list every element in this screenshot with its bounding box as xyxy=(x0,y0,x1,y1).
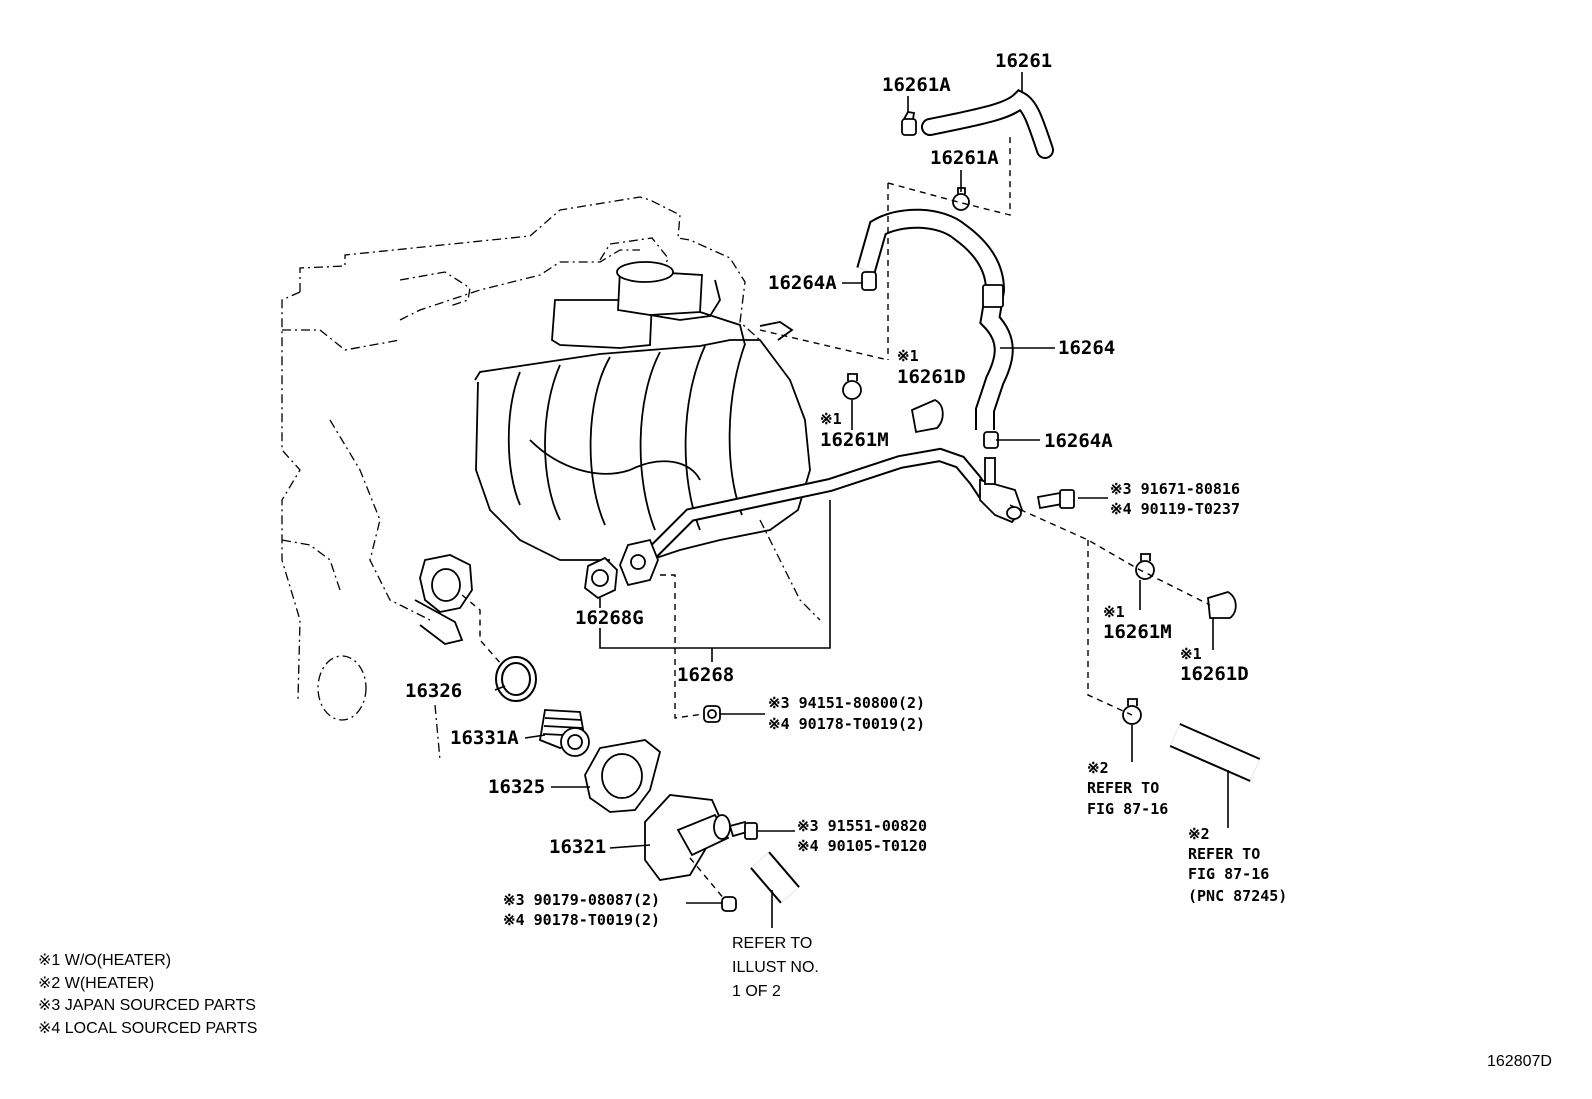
nut-94151 xyxy=(703,705,721,723)
intake-manifold xyxy=(474,261,811,561)
label-16264a-top: 16264A xyxy=(768,272,837,294)
fastener-stud-3: ※3 90179-08087(2) xyxy=(503,891,660,909)
fastener-bolt-top-4: ※4 90119-T0237 xyxy=(1110,500,1240,518)
legend-item-3: ※3 JAPAN SOURCED PARTS xyxy=(38,997,256,1014)
bolt-91671 xyxy=(1036,489,1075,510)
legend-item-1: ※1 W/O(HEATER) xyxy=(38,952,171,969)
label-16261d-upper: 16261D xyxy=(897,366,966,388)
mark-1-16261d-right: ※1 xyxy=(1180,645,1202,663)
fastener-bolt-low-4: ※4 90105-T0120 xyxy=(797,837,927,855)
stud-90179 xyxy=(721,896,737,912)
label-16261a-top: 16261A xyxy=(882,74,951,96)
water-inlet-housing-left xyxy=(414,554,473,645)
cap-16261d-right xyxy=(1207,591,1237,619)
label-16261m-right: 16261M xyxy=(1103,621,1172,643)
ref2-line1: REFER TO xyxy=(1188,845,1260,863)
cap-16261d-upper xyxy=(910,399,944,434)
label-16261a-mid: 16261A xyxy=(930,147,999,169)
ref3-line1: REFER TO xyxy=(732,935,812,952)
fastener-nut-mid-4: ※4 90178-T0019(2) xyxy=(768,715,925,733)
mark-1-16261m-right: ※1 xyxy=(1103,603,1125,621)
mark-2-hose1: ※2 xyxy=(1087,759,1109,777)
part-labels: 16261 16261A 16261A 16264A 16264 ※1 1626… xyxy=(405,50,1287,1000)
label-16264a-bot: 16264A xyxy=(1044,430,1113,452)
mark-1-16261m-upper: ※1 xyxy=(820,410,842,428)
label-16326: 16326 xyxy=(405,680,462,702)
pipe-16268 xyxy=(619,447,1024,587)
gasket-16268g xyxy=(584,556,618,600)
fastener-bolt-top-3: ※3 91671-80816 xyxy=(1110,480,1240,498)
label-16268g: 16268G xyxy=(575,607,644,629)
mark-2-hose2: ※2 xyxy=(1188,825,1210,843)
ref3-line3: 1 OF 2 xyxy=(732,983,781,1000)
label-16268: 16268 xyxy=(677,664,734,686)
label-16321: 16321 xyxy=(549,836,606,858)
bolt-91551 xyxy=(728,820,758,840)
fastener-nut-mid-3: ※3 94151-80800(2) xyxy=(768,694,925,712)
legend: ※1 W/O(HEATER) ※2 W(HEATER) ※3 JAPAN SOU… xyxy=(38,952,257,1037)
hose-16264 xyxy=(856,208,1014,449)
inlet-16321 xyxy=(644,794,731,881)
label-16264: 16264 xyxy=(1058,337,1115,359)
ref1-line2: FIG 87-16 xyxy=(1087,800,1168,818)
label-16331a: 16331A xyxy=(450,727,519,749)
label-16261m-upper: 16261M xyxy=(820,429,889,451)
clamp-16261a-mid xyxy=(952,187,970,211)
legend-item-4: ※4 LOCAL SOURCED PARTS xyxy=(38,1020,257,1037)
label-16261d-right: 16261D xyxy=(1180,663,1249,685)
clamp-lower-right xyxy=(1122,698,1142,725)
engine-block-outline xyxy=(281,196,821,761)
hose-illust-ref xyxy=(750,851,800,904)
label-16325: 16325 xyxy=(488,776,545,798)
clamp-16261m-upper xyxy=(842,373,862,400)
fastener-bolt-low-3: ※3 91551-00820 xyxy=(797,817,927,835)
mark-1-16261d-upper: ※1 xyxy=(897,347,919,365)
hose-16261 xyxy=(901,89,1054,159)
ref3-line2: ILLUST NO. xyxy=(732,959,819,976)
figure-id: 162807D xyxy=(1487,1053,1552,1070)
gasket-16326 xyxy=(495,656,537,702)
fastener-stud-4: ※4 90178-T0019(2) xyxy=(503,911,660,929)
hose-heater-right xyxy=(1169,723,1261,782)
leader-lines xyxy=(494,72,1229,928)
thermostat-16331a xyxy=(538,709,590,757)
assembly-lines xyxy=(461,135,1211,901)
label-16261: 16261 xyxy=(995,50,1052,72)
ref2-line3: (PNC 87245) xyxy=(1188,887,1287,905)
legend-item-2: ※2 W(HEATER) xyxy=(38,975,154,992)
ref1-line1: REFER TO xyxy=(1087,779,1159,797)
gasket-16325 xyxy=(584,739,662,813)
ref2-line2: FIG 87-16 xyxy=(1188,865,1269,883)
